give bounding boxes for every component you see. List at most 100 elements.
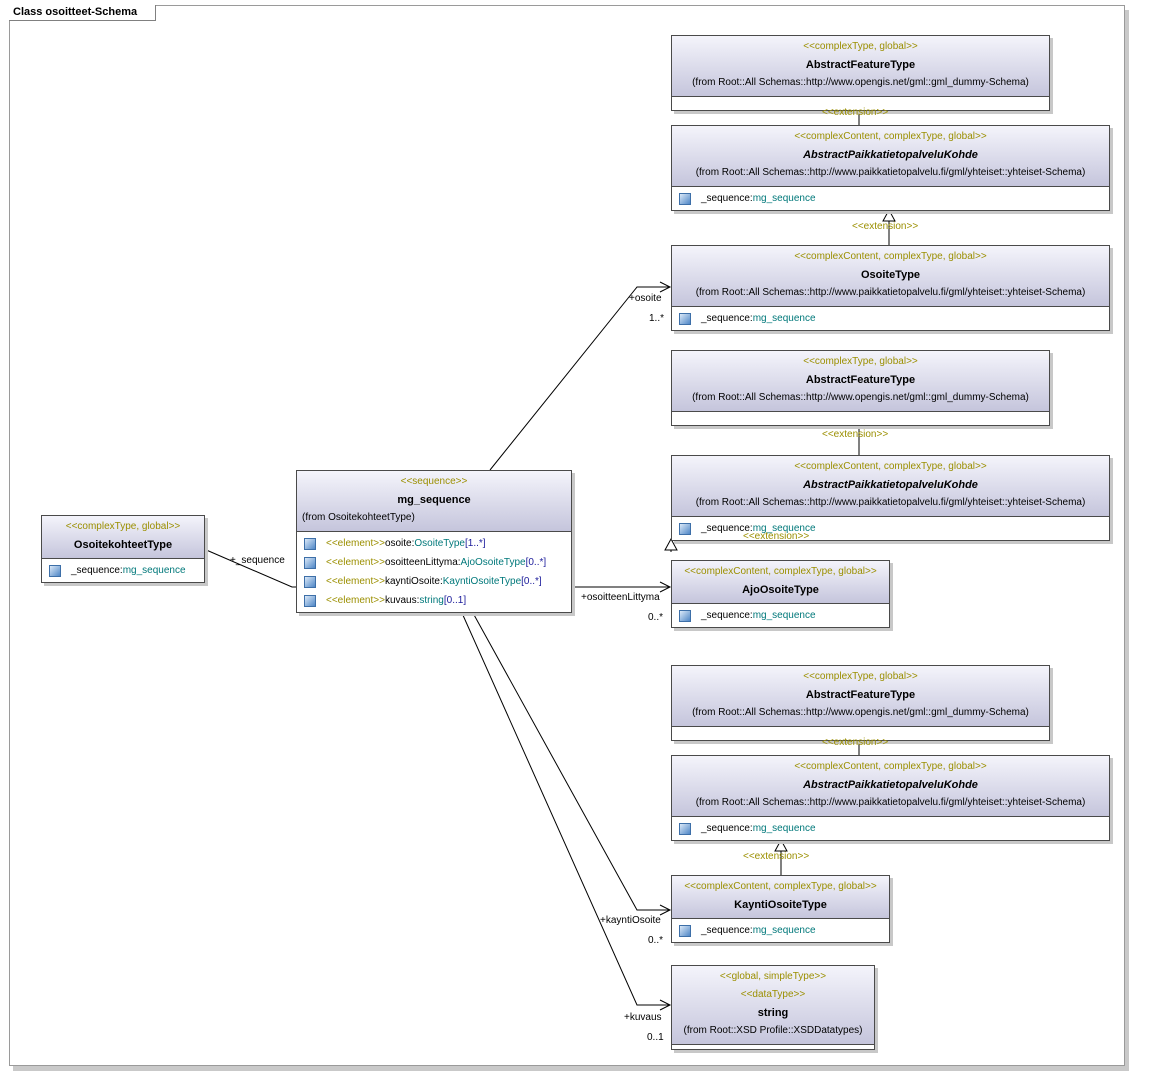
attribute-stereotype: <<element>> — [326, 538, 385, 549]
association-kuvaus — [461, 612, 670, 1006]
association-kaynti — [472, 612, 670, 911]
mg-sequence-class[interactable]: <<sequence>> mg_sequence (from Osoitekoh… — [296, 470, 572, 613]
kaynti-osoite-type-class[interactable]: <<complexContent, complexType, global>> … — [671, 875, 890, 943]
attribute-multiplicity: [0..1] — [443, 595, 467, 606]
attribute-multiplicity: [1..*] — [465, 538, 486, 549]
class-name: AbstractFeatureType — [805, 689, 916, 701]
class-attributes — [672, 1045, 874, 1049]
attribute-icon — [679, 924, 691, 937]
multiplicity-kaynti: 0..* — [648, 935, 664, 946]
attribute-row-osoite[interactable]: <<element>> osoite:OsoiteType[1..*] — [301, 534, 567, 553]
role-label-kuvaus: +kuvaus — [624, 1012, 662, 1023]
attribute-name: _sequence: — [71, 565, 123, 576]
attribute-type: mg_sequence — [752, 523, 816, 534]
association-osoite-arrow — [659, 281, 672, 293]
multiplicity-littyma: 0..* — [648, 612, 664, 623]
class-origin: (from Root::All Schemas::http://www.paik… — [695, 287, 1086, 298]
multiplicity-kuvaus: 0..1 — [647, 1032, 664, 1043]
class-name: OsoiteType — [860, 269, 921, 281]
class-name: AjoOsoiteType — [742, 584, 819, 596]
attribute-stereotype: <<element>> — [326, 557, 385, 568]
attribute-name: _sequence: — [701, 610, 753, 621]
abstract-paikkatietopalvelu-class-3[interactable]: <<complexContent, complexType, global>> … — [671, 755, 1110, 841]
attribute-type: mg_sequence — [122, 565, 186, 576]
class-name: OsoitekohteetType — [73, 539, 173, 551]
attribute-row[interactable]: _sequence:mg_sequence — [676, 189, 1105, 208]
class-stereotype: <<complexContent, complexType, global>> — [794, 761, 987, 772]
class-name: AbstractPaikkatietopalveluKohde — [803, 779, 978, 791]
abstract-feature-type-class-1[interactable]: <<complexType, global>> AbstractFeatureT… — [671, 35, 1050, 111]
extension-label: <<extension>> — [822, 429, 889, 440]
attribute-type: AjoOsoiteType — [460, 557, 526, 568]
attribute-type: KayntiOsoiteType — [442, 576, 522, 587]
role-label-sequence: +_sequence — [230, 555, 285, 566]
class-stereotype: <<complexContent, complexType, global>> — [684, 566, 877, 577]
attribute-icon — [679, 192, 691, 205]
attribute-row[interactable]: _sequence:mg_sequence — [676, 819, 1105, 838]
attribute-row[interactable]: _sequence:mg_sequence — [676, 921, 885, 940]
class-attributes: _sequence:mg_sequence — [672, 517, 1109, 540]
attribute-name: _sequence: — [701, 823, 753, 834]
attribute-name: _sequence: — [701, 193, 753, 204]
class-origin: (from Root::All Schemas::http://www.paik… — [695, 497, 1086, 508]
attribute-row-kayntiosoite[interactable]: <<element>> kayntiOsoite:KayntiOsoiteTyp… — [301, 572, 567, 591]
abstract-feature-type-class-2[interactable]: <<complexType, global>> AbstractFeatureT… — [671, 350, 1050, 426]
class-name: KayntiOsoiteType — [734, 899, 827, 911]
frame-title: Class osoitteet-Schema — [9, 5, 157, 21]
attribute-row[interactable]: _sequence:mg_sequence — [676, 309, 1105, 328]
class-stereotype: <<complexType, global>> — [803, 356, 918, 367]
osoitekohteet-type-class[interactable]: <<complexType, global>> OsoitekohteetTyp… — [41, 515, 205, 583]
class-name: AbstractFeatureType — [805, 59, 916, 71]
class-origin: (from OsoitekohteetType) — [302, 512, 415, 523]
ajo-osoite-type-class[interactable]: <<complexContent, complexType, global>> … — [671, 560, 890, 628]
attribute-icon — [679, 522, 691, 535]
extension-label: <<extension>> — [822, 107, 889, 118]
attribute-name: _sequence: — [701, 925, 753, 936]
abstract-feature-type-class-3[interactable]: <<complexType, global>> AbstractFeatureT… — [671, 665, 1050, 741]
generalization-arrowhead — [882, 208, 896, 222]
class-attributes — [672, 412, 1049, 425]
attribute-name: kuvaus: — [384, 595, 420, 606]
attribute-stereotype: <<element>> — [326, 595, 385, 606]
class-attributes: _sequence:mg_sequence — [672, 817, 1109, 840]
class-stereotype: <<complexContent, complexType, global>> — [794, 251, 987, 262]
class-attributes: _sequence:mg_sequence — [672, 919, 889, 942]
class-attributes: <<element>> osoite:OsoiteType[1..*] <<el… — [297, 532, 571, 612]
role-label-osoite: +osoite — [629, 293, 662, 304]
attribute-type: mg_sequence — [752, 925, 816, 936]
string-type-class[interactable]: <<global, simpleType>> <<dataType>> stri… — [671, 965, 875, 1050]
extension-label: <<extension>> — [822, 737, 889, 748]
attribute-name: osoite: — [384, 538, 415, 549]
class-stereotype: <<complexType, global>> — [803, 671, 918, 682]
abstract-paikkatietopalvelu-class-2[interactable]: <<complexContent, complexType, global>> … — [671, 455, 1110, 541]
attribute-row[interactable]: _sequence:mg_sequence — [46, 561, 200, 580]
attribute-row[interactable]: _sequence:mg_sequence — [676, 606, 885, 625]
attribute-row-osoitteenlittyma[interactable]: <<element>> osoitteenLittyma:AjoOsoiteTy… — [301, 553, 567, 572]
attribute-icon — [304, 537, 316, 550]
class-name: AbstractPaikkatietopalveluKohde — [803, 149, 978, 161]
attribute-type: string — [419, 595, 444, 606]
attribute-row-kuvaus[interactable]: <<element>> kuvaus:string[0..1] — [301, 591, 567, 610]
class-origin: (from Root::All Schemas::http://www.paik… — [695, 797, 1086, 808]
osoite-type-class[interactable]: <<complexContent, complexType, global>> … — [671, 245, 1110, 331]
attribute-name: _sequence: — [701, 523, 753, 534]
attribute-icon — [49, 564, 61, 577]
class-stereotype: <<complexContent, complexType, global>> — [794, 131, 987, 142]
extension-label: <<extension>> — [852, 221, 919, 232]
class-name: string — [757, 1007, 789, 1019]
attribute-multiplicity: [0..*] — [521, 576, 542, 587]
class-attributes: _sequence:mg_sequence — [672, 187, 1109, 210]
class-stereotype: <<sequence>> — [400, 476, 468, 487]
class-stereotype: <<complexContent, complexType, global>> — [794, 461, 987, 472]
generalization-arrowhead — [774, 838, 788, 852]
class-stereotype: <<complexType, global>> — [65, 521, 181, 532]
attribute-icon — [304, 575, 316, 588]
class-stereotype: <<complexContent, complexType, global>> — [684, 881, 877, 892]
attribute-type: OsoiteType — [414, 538, 465, 549]
attribute-type: mg_sequence — [752, 823, 816, 834]
attribute-row[interactable]: _sequence:mg_sequence — [676, 519, 1105, 538]
abstract-paikkatietopalvelu-class-1[interactable]: <<complexContent, complexType, global>> … — [671, 125, 1110, 211]
generalization-arrowhead — [664, 537, 678, 551]
class-origin: (from Root::All Schemas::http://www.open… — [692, 77, 1029, 88]
role-label-littyma: +osoitteenLittyma — [581, 592, 660, 603]
